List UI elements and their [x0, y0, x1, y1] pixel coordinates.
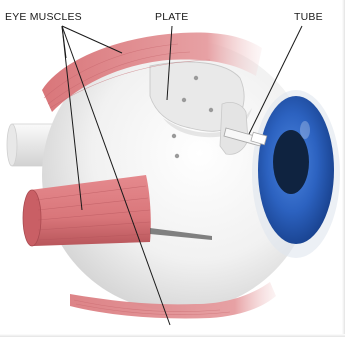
iris: [252, 90, 340, 258]
tube-label: TUBE: [294, 11, 323, 23]
eye-muscles-label: EYE MUSCLES: [5, 11, 82, 23]
plate-label: PLATE: [155, 11, 188, 23]
